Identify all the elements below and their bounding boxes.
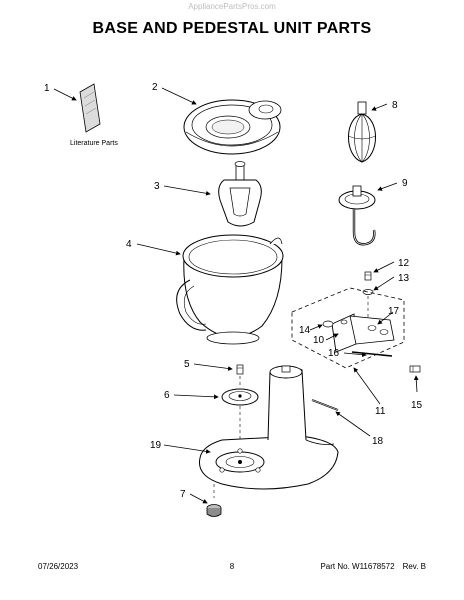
part-washer-13 bbox=[362, 289, 374, 295]
page-title: BASE AND PEDESTAL UNIT PARTS bbox=[92, 20, 372, 37]
part-screw-5 bbox=[236, 364, 244, 375]
callout-2: 2 bbox=[152, 82, 158, 93]
literature-parts-label: Literature Parts bbox=[70, 140, 118, 147]
callout-10: 10 bbox=[313, 335, 325, 346]
callout-17: 17 bbox=[388, 306, 400, 317]
part-bolt-15 bbox=[409, 365, 421, 373]
footer-date: 07/26/2023 bbox=[38, 562, 79, 571]
callout-12: 12 bbox=[398, 258, 410, 269]
part-flat-beater bbox=[218, 161, 262, 227]
callout-16: 16 bbox=[328, 348, 340, 359]
watermark: AppliancePartsPros.com bbox=[188, 2, 276, 11]
part-dough-hook bbox=[338, 185, 376, 246]
part-clamp-plate-6 bbox=[221, 388, 259, 406]
callout-19: 19 bbox=[150, 440, 162, 451]
part-pin-18 bbox=[311, 399, 339, 411]
callout-15: 15 bbox=[411, 400, 423, 411]
callout-6: 6 bbox=[164, 390, 170, 401]
callout-18: 18 bbox=[372, 436, 384, 447]
callout-3: 3 bbox=[154, 181, 160, 192]
part-pedestal-base bbox=[198, 365, 339, 490]
footer-part-number: Part No. W11678572 Rev. B bbox=[320, 562, 426, 571]
callout-13: 13 bbox=[398, 273, 410, 284]
callout-5: 5 bbox=[184, 359, 190, 370]
callout-9: 9 bbox=[402, 178, 408, 189]
footer-page-number: 8 bbox=[229, 562, 235, 571]
callout-7: 7 bbox=[180, 489, 186, 500]
callout-14: 14 bbox=[299, 325, 311, 336]
part-bowl-clamp-assembly bbox=[291, 287, 405, 369]
part-wire-whip bbox=[347, 101, 377, 163]
callout-4: 4 bbox=[126, 239, 132, 250]
part-foot-7 bbox=[206, 504, 222, 517]
part-mixing-bowl bbox=[176, 234, 284, 345]
callout-8: 8 bbox=[392, 100, 398, 111]
part-screw-12 bbox=[364, 271, 372, 281]
footer-part-no: Part No. W11678572 bbox=[320, 562, 395, 571]
callout-11: 11 bbox=[375, 406, 386, 417]
part-literature bbox=[79, 83, 101, 133]
part-pouring-shield bbox=[183, 99, 282, 155]
callout-1: 1 bbox=[44, 83, 50, 94]
footer-revision: Rev. B bbox=[402, 562, 426, 571]
